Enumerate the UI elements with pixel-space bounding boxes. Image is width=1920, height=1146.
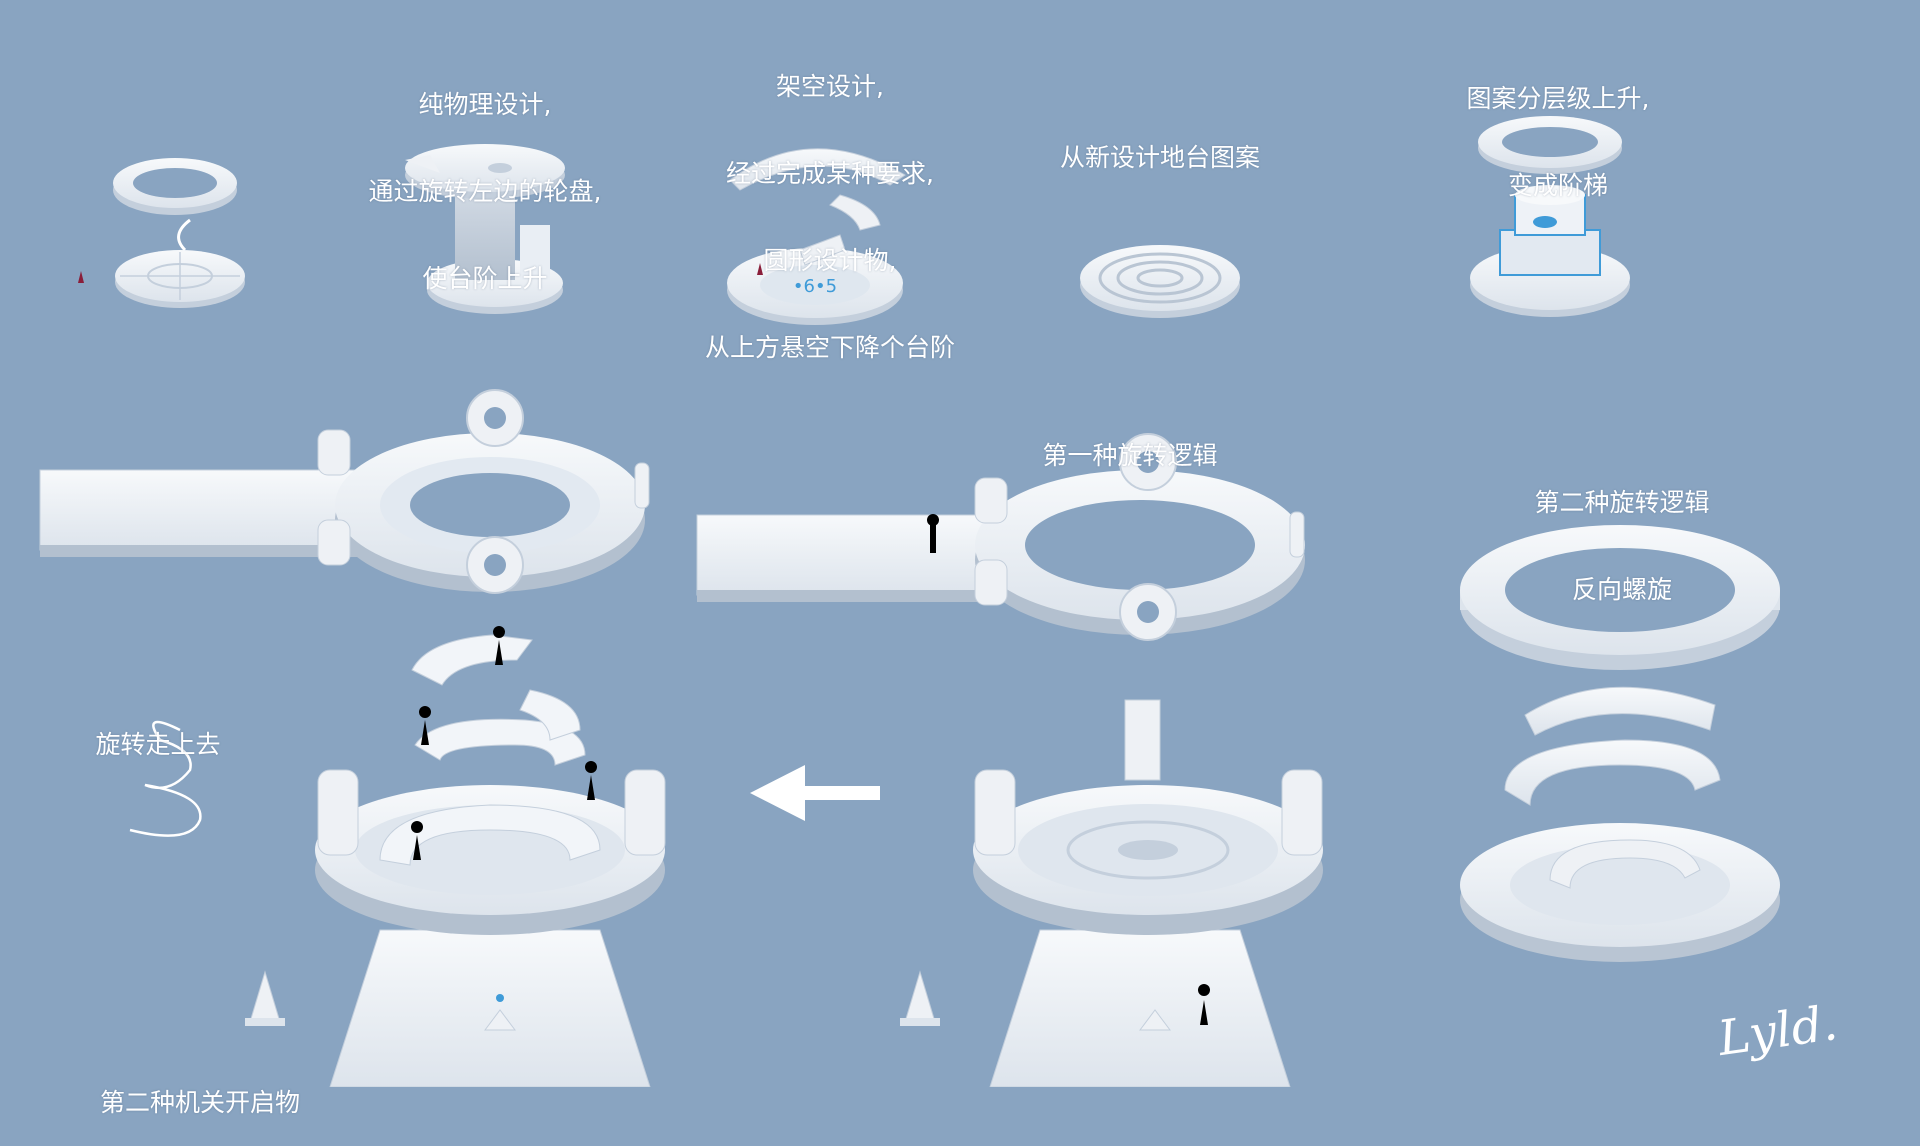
svg-text:•6•5: •6•5 [793, 276, 837, 297]
red-figure-icon [78, 271, 84, 283]
caption-elevated-design: 架空设计, 经过完成某种要求, 圆形设计物, 从上方悬空下降个台阶 [704, 72, 956, 362]
caption-physical-design: 纯物理设计, 通过旋转左边的轮盘, 使台阶上升 [368, 90, 602, 293]
caption-second-rotation: 第二种旋转逻辑 反向螺旋 [1534, 488, 1710, 604]
concept-layered-tiers [1470, 116, 1630, 317]
platform-spiral-left [315, 626, 666, 1087]
concept-new-floor-pattern [1080, 245, 1240, 318]
reverse-spiral-rings [1460, 525, 1780, 962]
caption-new-pattern: 从新设计地台图案 [1059, 143, 1261, 172]
caption-rotate-up: 旋转走上去 [95, 730, 221, 759]
caption-second-switch: 第二种机关开启物 [99, 1088, 301, 1117]
concept-ring-above-disk [78, 158, 245, 308]
crystal-switch-left [245, 970, 285, 1026]
crystal-switch-right [900, 970, 940, 1026]
concept-sheet-canvas: •6•5 [39, 116, 1780, 1087]
spiral-doodle-icon [129, 720, 202, 837]
caption-first-rotation: 第一种旋转逻辑 [1042, 441, 1218, 470]
left-arrow-icon [750, 765, 880, 821]
bridge-ring-right [696, 433, 1305, 641]
caption-layered-rise: 图案分层级上升, 变成阶梯 [1466, 84, 1650, 200]
concept-tower-with-wheel [405, 144, 565, 314]
bridge-ring-left [39, 389, 650, 594]
figure-icon [930, 520, 936, 553]
concept-floating-stairs: •6•5 [727, 148, 906, 325]
platform-plain-right [973, 699, 1323, 1087]
